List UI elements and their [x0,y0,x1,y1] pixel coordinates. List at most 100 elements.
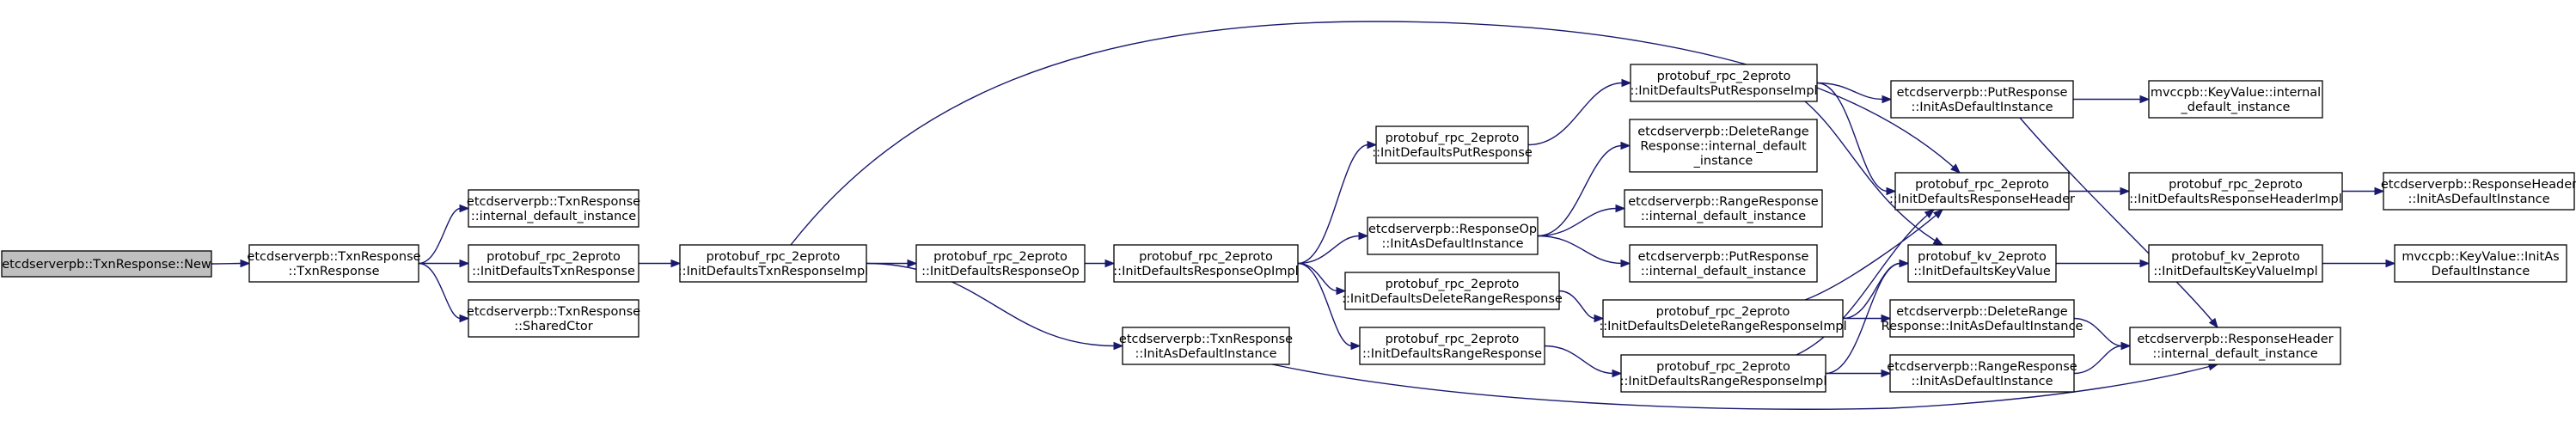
node-label: ::InitDefaultsRangeResponse [1362,347,1542,361]
function-node[interactable]: etcdserverpb::ResponseHeader::internal_d… [2129,327,2341,365]
node-box [1367,217,1539,255]
node-label: ::InitDefaultsKeyValue [1913,265,2051,278]
call-edge [2019,117,2218,329]
arrowhead [1899,259,1910,268]
function-node[interactable]: etcdserverpb::TxnResponse::New [1,250,212,278]
arrowhead [1594,314,1605,323]
node-label: ::internal_default_instance [471,210,636,223]
node-label: DefaultInstance [2432,265,2530,278]
node-label: ::InitDefaultsDeleteRangeResponse [1342,292,1563,306]
arrowhead [1924,209,1936,219]
call-edges [211,21,2396,410]
node-label: protobuf_kv_2eproto [1918,250,2047,264]
node-label: etcdserverpb::PutResponse [1897,86,2068,100]
call-edge [1796,209,1936,356]
call-edge [2322,259,2396,268]
call-edge [790,21,1961,246]
function-node[interactable]: etcdserverpb::ResponseHeader::InitAsDefa… [2381,172,2576,211]
arrowhead [1932,209,1944,219]
node-box [2148,244,2323,283]
node-label: ::InitDefaultsResponseOp [921,265,1080,278]
call-edge [866,262,1124,351]
function-node[interactable]: etcdserverpb::TxnResponse::SharedCtor [467,299,640,338]
node-label: etcdserverpb::ResponseOp [1368,223,1537,236]
node-box [1889,354,2075,393]
function-node[interactable]: etcdserverpb::PutResponse::internal_defa… [1629,244,1818,283]
call-edge [1825,259,1910,375]
node-box [1890,80,2074,119]
node-box [1359,327,1545,365]
node-box [1375,125,1529,164]
call-edge [211,259,251,268]
node-label: protobuf_rpc_2eproto [1657,70,1791,83]
node-label: ::InitDefaultsResponseHeaderImpl [2129,192,2342,206]
arrowhead [1350,341,1361,351]
node-box [1907,244,2057,283]
node-box [1,250,212,278]
node-label: protobuf_rpc_2eproto [933,250,1068,264]
function-node[interactable]: etcdserverpb::TxnResponse::InitAsDefault… [1119,327,1293,365]
call-edge [1297,231,1369,265]
arrowhead [1621,78,1632,88]
node-label: protobuf_rpc_2eproto [1139,250,1273,264]
function-node[interactable]: etcdserverpb::DeleteRangeResponse::InitA… [1882,299,2083,338]
function-node[interactable]: protobuf_rpc_2eproto::InitDefaultsDelete… [1342,272,1563,310]
function-node[interactable]: etcdserverpb::RangeResponse::internal_de… [1624,189,1823,228]
function-node[interactable]: mvccpb::KeyValue::InitAsDefaultInstance [2394,244,2567,283]
arrowhead [1336,286,1347,296]
function-node[interactable]: protobuf_rpc_2eproto::InitDefaultsRangeR… [1359,327,1545,365]
node-label: etcdserverpb::ResponseHeader [2137,333,2333,346]
function-node[interactable]: etcdserverpb::TxnResponse::internal_defa… [467,189,640,228]
function-node[interactable]: protobuf_rpc_2eproto::InitDefaultsTxnRes… [468,244,639,283]
arrowhead [2208,317,2218,329]
call-edge [1537,235,1631,268]
call-edge [2342,186,2385,196]
arrowhead [240,259,251,268]
function-node[interactable]: protobuf_rpc_2eproto::InitDefaultsRangeR… [1620,354,1827,393]
node-label: protobuf_rpc_2eproto [707,250,841,264]
arrowhead [1104,259,1116,268]
node-label: ::InitDefaultsRangeResponseImpl [1620,375,1827,388]
function-node[interactable]: etcdserverpb::RangeResponse::InitAsDefau… [1887,354,2077,393]
function-node[interactable]: etcdserverpb::TxnResponse::TxnResponse [247,244,421,283]
call-edge [1297,140,1378,265]
call-edge [2069,186,2131,196]
node-label: protobuf_rpc_2eproto [2169,178,2303,192]
node-label: mvccpb::KeyValue::internal [2151,86,2321,100]
function-node[interactable]: mvccpb::KeyValue::internal_default_insta… [2148,80,2323,119]
function-node[interactable]: etcdserverpb::ResponseOp::InitAsDefaultI… [1367,217,1539,255]
function-node[interactable]: protobuf_rpc_2eproto::InitDefaultsPutRes… [1372,125,1533,164]
node-label: ::SharedCtor [514,320,592,333]
function-node[interactable]: protobuf_kv_2eproto::InitDefaultsKeyValu… [1907,244,2057,283]
node-box [2383,172,2575,211]
function-node[interactable]: protobuf_rpc_2eproto::InitDefaultsPutRes… [1630,64,1818,102]
node-box [468,299,639,338]
function-node[interactable]: protobuf_rpc_2eproto::InitDefaultsRespon… [1113,244,1299,283]
node-box [1113,244,1299,283]
function-node[interactable]: etcdserverpb::DeleteRangeResponse::inter… [1629,119,1818,173]
arrowhead [2139,259,2151,268]
node-box [1629,119,1818,173]
function-node[interactable]: protobuf_rpc_2eproto::InitDefaultsRespon… [915,244,1086,283]
function-node[interactable]: protobuf_kv_2eproto::InitDefaultsKeyValu… [2148,244,2323,283]
node-label: ::InitDefaultsKeyValueImpl [2153,265,2317,278]
call-edge [1085,259,1116,268]
function-node[interactable]: protobuf_rpc_2eproto::InitDefaultsRespon… [1889,172,2075,211]
arrowhead [670,259,682,268]
call-edge [1816,82,1897,196]
function-node[interactable]: protobuf_rpc_2eproto::InitDefaultsDelete… [1599,299,1847,338]
node-box [1602,299,1844,338]
function-node[interactable]: protobuf_rpc_2eproto::InitDefaultsTxnRes… [678,244,868,283]
call-edge [1527,78,1632,146]
call-edge [1816,82,1893,104]
node-label: protobuf_rpc_2eproto [1915,178,2049,192]
function-node[interactable]: protobuf_rpc_2eproto::InitDefaultsRespon… [2128,172,2343,211]
node-label: Response::InitAsDefaultInstance [1882,320,2083,333]
node-label: ::internal_default_instance [1641,265,1806,278]
node-label: etcdserverpb::TxnResponse::New [2,258,211,272]
function-node[interactable]: etcdserverpb::PutResponse::InitAsDefault… [1890,80,2074,119]
arrowhead [1950,163,1961,174]
node-box [2394,244,2567,283]
arrowhead [1612,369,1623,378]
